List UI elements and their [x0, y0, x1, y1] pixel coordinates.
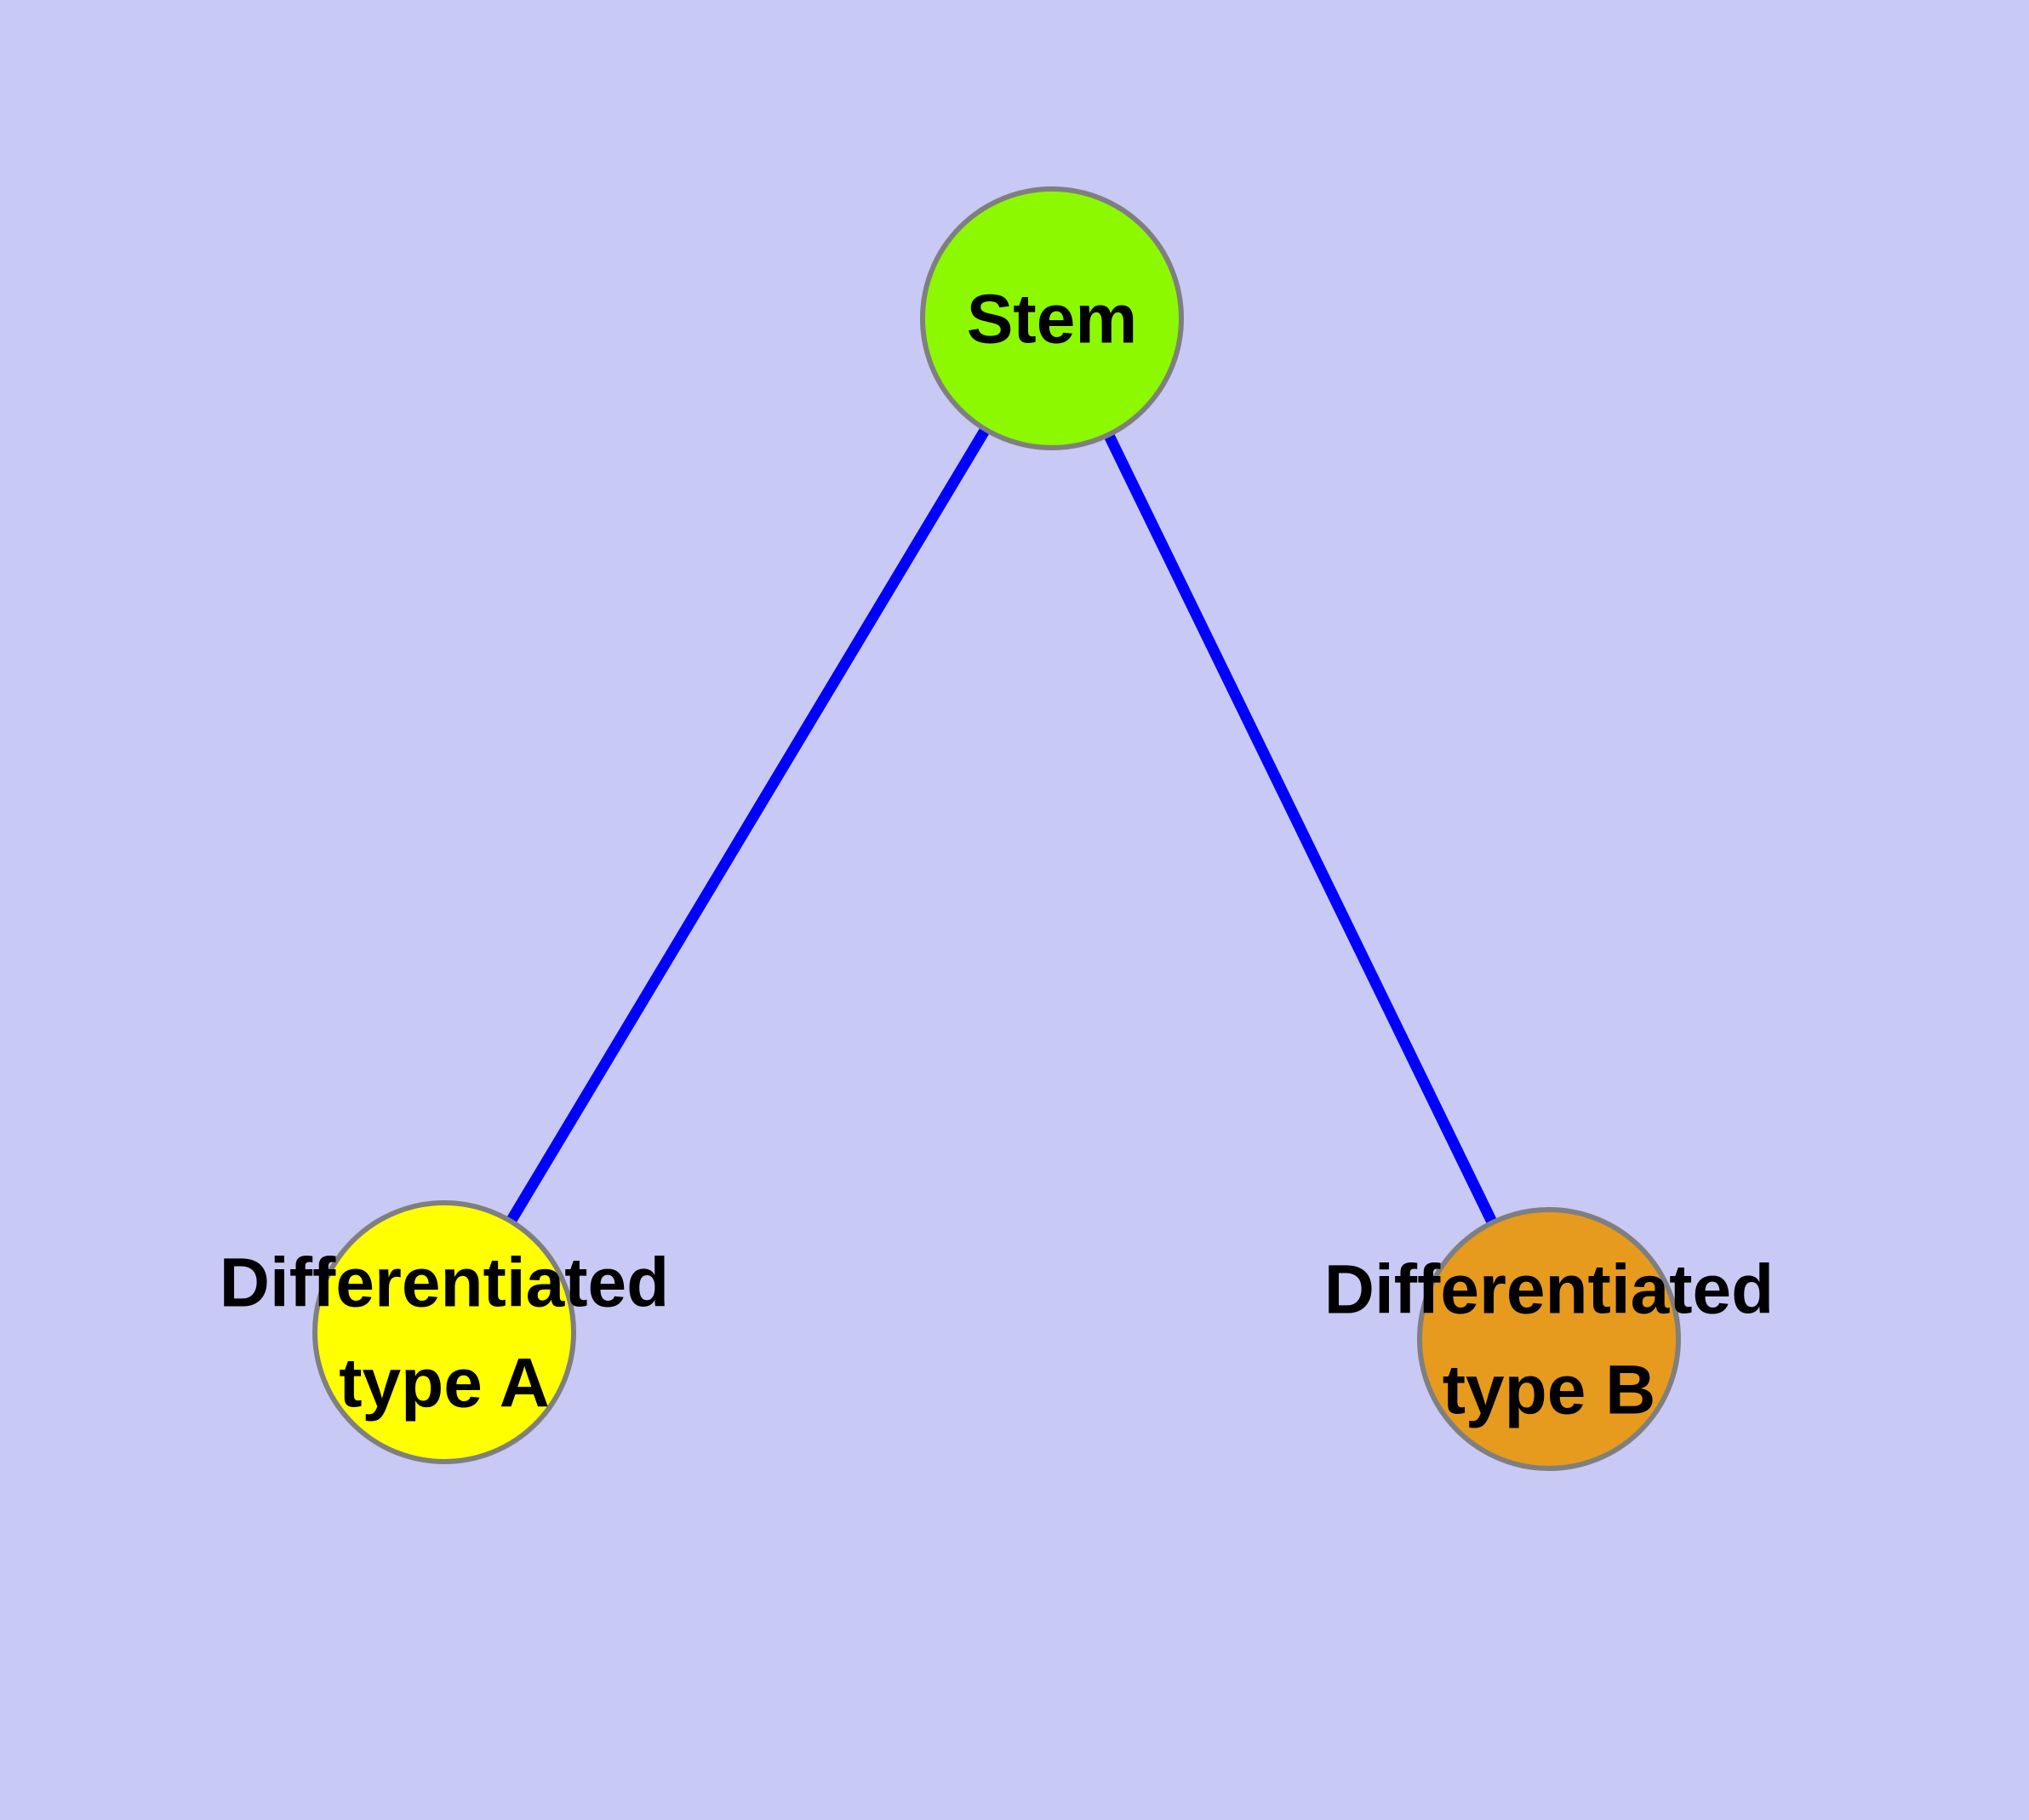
node-label-type-b: Differentiated type B [1324, 1251, 1775, 1429]
node-label-line: Stem [967, 281, 1138, 358]
node-label-type-a: Differentiated type A [220, 1245, 670, 1422]
node-label-line: type B [1443, 1352, 1656, 1429]
node-circle-stem [920, 186, 1184, 450]
node-label-line: type A [339, 1345, 550, 1422]
node-label-line: Differentiated [220, 1245, 670, 1322]
node-label-stem: Stem [967, 281, 1138, 358]
edge-stem-to-type-b [1047, 316, 1554, 1342]
edge-stem-to-type-a [439, 315, 1057, 1336]
node-circle-type-a [312, 1200, 576, 1464]
node-circle-type-b [1417, 1207, 1681, 1471]
node-label-line: Differentiated [1324, 1251, 1775, 1329]
